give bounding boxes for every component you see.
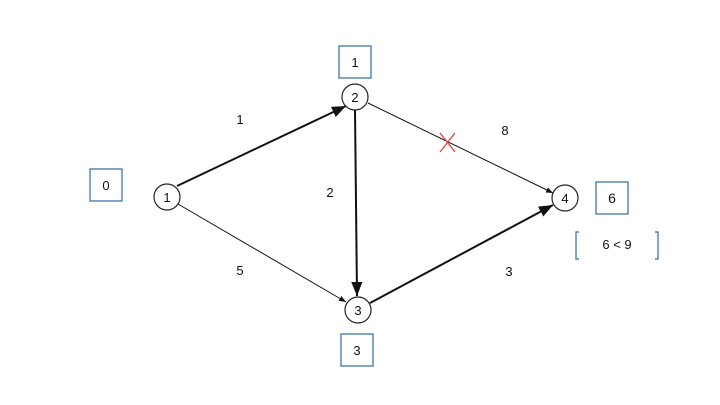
cross-mark-icon	[439, 132, 456, 153]
distance-value-4: 6	[608, 190, 616, 206]
distance-box-4: 6	[595, 181, 629, 215]
node-label-3: 3	[354, 303, 361, 318]
edge-1-2	[176, 105, 347, 187]
edge-weight-2-4: 8	[501, 123, 508, 138]
edge-weight-1-2: 1	[236, 112, 243, 127]
distance-value-1: 0	[102, 178, 109, 193]
edge-weights: 1 5 2 8 3	[236, 112, 512, 279]
edge-2-4	[367, 102, 554, 194]
edges	[176, 102, 554, 304]
node-label-2: 2	[351, 90, 358, 105]
node-label-1: 1	[163, 190, 170, 205]
distance-box-1: 0	[89, 168, 123, 202]
distance-box-3: 3	[340, 333, 374, 367]
comparison-bracket: 6 < 9	[575, 231, 659, 260]
node-4: 4	[551, 184, 579, 212]
edge-weight-2-3: 2	[326, 185, 333, 200]
distance-value-2: 1	[351, 55, 358, 70]
distance-box-2: 1	[338, 45, 372, 79]
edge-2-3	[351, 109, 363, 297]
node-label-4: 4	[561, 191, 568, 206]
edge-1-3	[177, 203, 347, 303]
edge-3-4	[369, 204, 554, 304]
node-1: 1	[153, 183, 181, 211]
edge-weight-3-4: 3	[505, 264, 512, 279]
comparison-text: 6 < 9	[602, 237, 631, 252]
node-3: 3	[344, 296, 372, 324]
node-2: 2	[341, 83, 369, 111]
distance-value-3: 3	[353, 343, 360, 358]
edge-weight-1-3: 5	[236, 263, 243, 278]
